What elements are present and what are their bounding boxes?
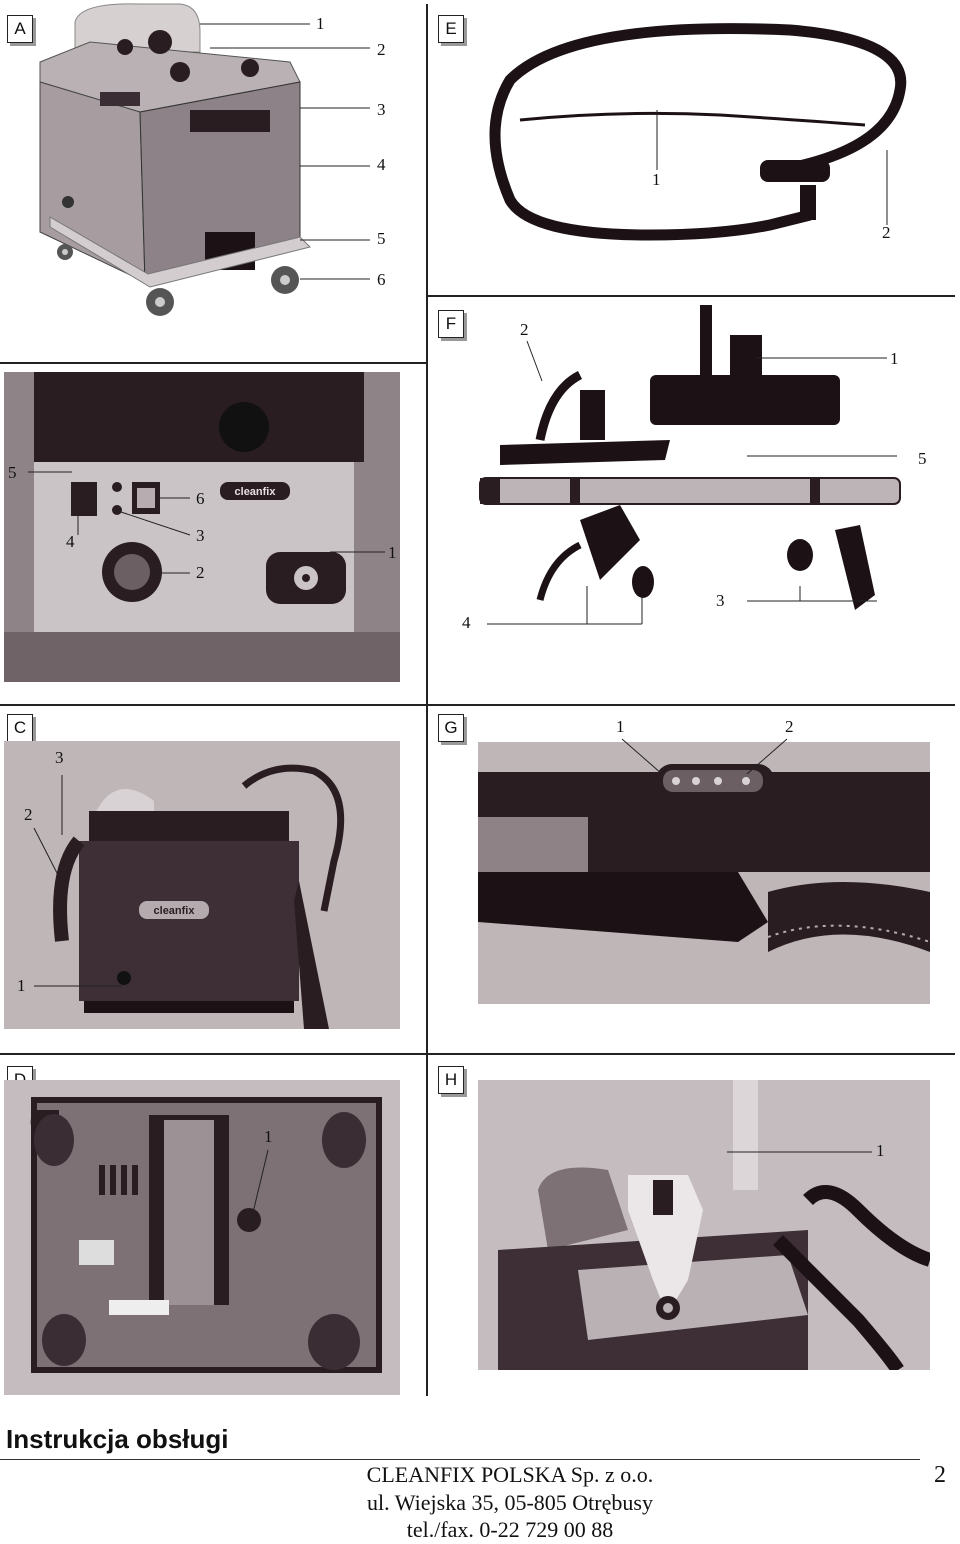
callout-d-1: 1 (264, 1127, 273, 1146)
callout-a-6: 6 (377, 270, 386, 289)
grid-divider-bc (0, 704, 955, 706)
panel-a-leader-lines (200, 23, 370, 280)
callout-b-3: 3 (196, 526, 205, 545)
company-phone: tel./fax. 0-22 729 00 88 (406, 1517, 614, 1542)
photo-machine-side: cleanfix (4, 741, 400, 1029)
panel-g-leader-lines (621, 738, 788, 775)
panel-f-leader-lines (487, 340, 897, 625)
callout-h-1: 1 (876, 1141, 885, 1160)
callout-c-1: 1 (17, 976, 26, 995)
panel-label-h: H (438, 1066, 464, 1094)
photo-machine-overview (30, 2, 320, 332)
panel-b-leader-lines (28, 471, 385, 574)
company-name: CLEANFIX POLSKA Sp. z o.o. (366, 1462, 654, 1487)
callout-e-1: 1 (652, 170, 661, 189)
photo-machine-underside (4, 1080, 400, 1395)
document-title: Instrukcja obsługi (6, 1424, 229, 1454)
panel-label-c: C (7, 714, 33, 742)
callout-b-6: 6 (196, 489, 205, 508)
callout-b-5: 5 (8, 463, 17, 482)
panel-e-leader-lines (656, 110, 888, 225)
photo-control-panel: cleanfix (4, 372, 400, 682)
callout-f-4: 4 (462, 613, 471, 632)
callout-f-3: 3 (716, 591, 725, 610)
callout-c-2: 2 (24, 805, 33, 824)
photo-hose-assembly (470, 20, 930, 250)
photo-accessories (470, 300, 910, 620)
panel-label-e: E (438, 15, 464, 43)
callout-c-3: 3 (55, 748, 64, 767)
photo-filling-funnel (478, 1080, 930, 1370)
callout-e-2: 2 (882, 223, 891, 242)
brand-label-c: cleanfix (154, 905, 196, 917)
company-address: ul. Wiejska 35, 05-805 Otrębusy (367, 1490, 653, 1515)
callout-b-1: 1 (388, 543, 397, 562)
panel-label-g: G (438, 714, 464, 742)
callout-a-1: 1 (316, 14, 325, 33)
photo-handle-valve (478, 742, 930, 1004)
page-number: 2 (934, 1462, 946, 1488)
callout-g-1: 1 (616, 717, 625, 736)
callout-f-5: 5 (918, 449, 927, 468)
grid-divider-ef (427, 295, 955, 297)
callout-f-2: 2 (520, 320, 529, 339)
grid-divider-cd (0, 1053, 955, 1055)
callout-a-5: 5 (377, 229, 386, 248)
panel-h-leader-line (727, 1151, 872, 1153)
grid-vertical-divider (426, 4, 428, 1396)
panel-label-a: A (7, 15, 33, 43)
footer-rule (0, 1459, 920, 1460)
callout-a-3: 3 (377, 100, 386, 119)
callout-g-2: 2 (785, 717, 794, 736)
callout-f-1: 1 (890, 349, 899, 368)
panel-d-leader-line (249, 1149, 269, 1226)
brand-label-b: cleanfix (235, 486, 277, 498)
panel-label-f: F (438, 310, 464, 338)
panel-c-leader-lines (33, 775, 122, 987)
callout-a-4: 4 (377, 155, 386, 174)
callout-b-4: 4 (66, 532, 75, 551)
grid-divider-ab (0, 362, 427, 364)
callout-a-2: 2 (377, 40, 386, 59)
callout-b-2: 2 (196, 563, 205, 582)
